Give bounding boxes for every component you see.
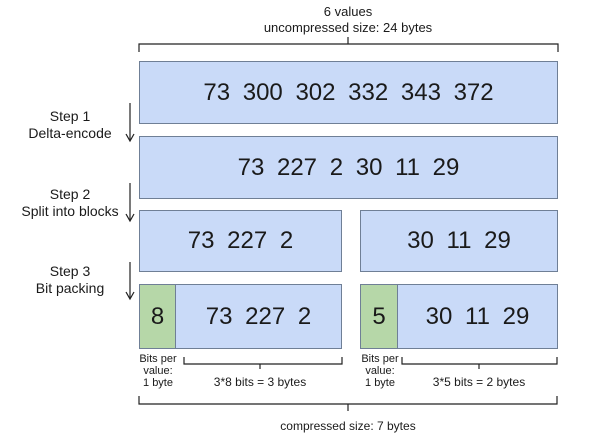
step2-arrowhead: [125, 213, 135, 223]
bits-note-line3: 1 byte: [143, 377, 173, 389]
block2-packed-values: 30 11 29: [397, 284, 558, 349]
block1-size-label: 3*8 bits = 3 bytes: [213, 375, 307, 389]
step3-arrowhead: [125, 291, 135, 301]
step2-label: Step 2 Split into blocks: [0, 186, 140, 220]
top-brace: [138, 37, 559, 52]
step3-label: Step 3 Bit packing: [0, 263, 140, 297]
block1-box: 73 227 2: [139, 210, 342, 272]
step3-title: Step 3: [49, 263, 91, 279]
block2-size-label: 3*5 bits = 2 bytes: [432, 375, 526, 389]
original-values-box: 73 300 302 332 343 372: [139, 61, 558, 124]
bits-note-line1: Bits per: [139, 353, 177, 365]
block2-bitwidth-header: 5: [360, 284, 398, 349]
block2-box: 30 11 29: [360, 210, 558, 272]
block1-brace: [183, 357, 343, 369]
bits-note-line1: Bits per: [361, 353, 399, 365]
step3-desc: Bit packing: [35, 280, 105, 296]
step2-title: Step 2: [49, 186, 91, 202]
compressed-size-label: compressed size: 7 bytes: [280, 419, 416, 433]
block2-bits-note: Bits per value: 1 byte: [350, 353, 410, 389]
block1-packed-values: 73 227 2: [175, 284, 342, 349]
step2-desc: Split into blocks: [21, 203, 119, 219]
step1-arrowhead: [125, 133, 135, 143]
step1-title: Step 1: [49, 108, 91, 124]
top-label: 6 values uncompressed size: 24 bytes: [248, 4, 448, 36]
value-count-text: 6 values: [323, 4, 373, 19]
block2-brace: [401, 357, 558, 369]
step1-desc: Delta-encode: [28, 125, 112, 141]
bits-note-line3: 1 byte: [365, 377, 395, 389]
bits-note-line2: value:: [365, 365, 395, 377]
uncompressed-size-text: uncompressed size: 24 bytes: [263, 20, 433, 35]
block1-bitwidth-header: 8: [139, 284, 176, 349]
block1-bits-note: Bits per value: 1 byte: [128, 353, 188, 389]
delta-values-box: 73 227 2 30 11 29: [139, 136, 558, 199]
step1-label: Step 1 Delta-encode: [0, 108, 140, 142]
compressed-brace: [138, 396, 558, 411]
bits-note-line2: value:: [143, 365, 173, 377]
